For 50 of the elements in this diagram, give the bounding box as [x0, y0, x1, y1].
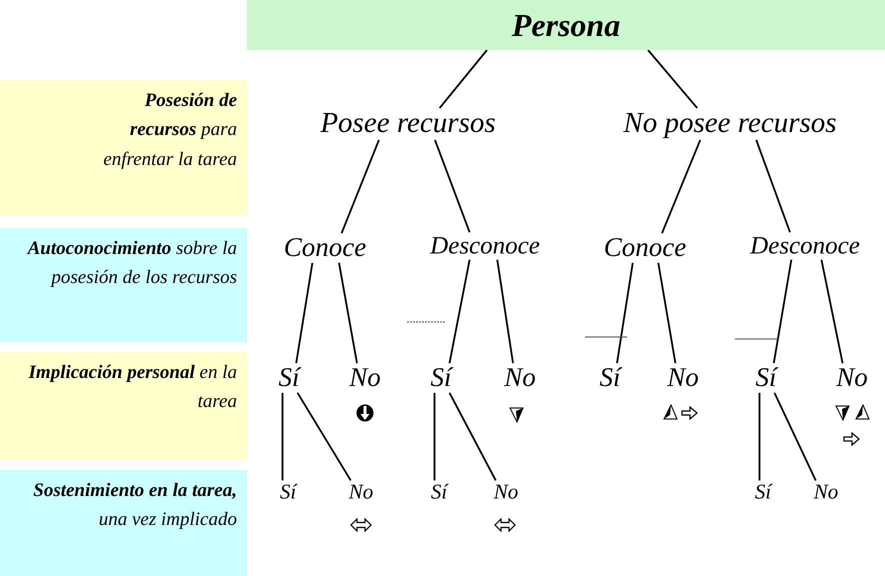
branch-line	[758, 392, 760, 480]
branch-line	[448, 392, 497, 481]
row-label-panel	[0, 352, 247, 460]
branch-line	[616, 262, 634, 364]
branch-line	[434, 140, 470, 233]
tree-label: Conoce	[284, 233, 366, 263]
branch-line	[338, 262, 358, 364]
heading: Persona	[512, 6, 620, 44]
branch-line	[496, 260, 514, 364]
tree-label: No posee recursos	[623, 108, 837, 140]
tree-label: No	[667, 363, 699, 393]
tree-label: Desconoce	[750, 232, 860, 260]
tree-label: Sí	[600, 363, 620, 393]
tree-label: Sí	[754, 480, 772, 504]
row-label: Posesión de recursos para enfrentar la tarea	[102, 89, 237, 172]
tree-label: No	[504, 363, 536, 393]
tree-label: No	[494, 480, 518, 504]
branch-line	[774, 392, 817, 481]
tree-label: No	[348, 480, 374, 504]
tree-label: No	[836, 363, 868, 393]
row-label: Sostenimiento en la tarea, una vez implicado	[32, 479, 237, 532]
branch-line	[438, 49, 488, 109]
tree-label: No	[349, 363, 381, 393]
row-label: Implicación personal en la tarea	[27, 361, 237, 414]
title-band	[247, 0, 885, 50]
branch-line	[657, 262, 676, 364]
branch-line	[755, 140, 791, 233]
row-label-panel	[0, 228, 247, 342]
tree-label: Conoce	[604, 233, 686, 263]
branch-line	[772, 260, 792, 364]
branch-line	[661, 140, 702, 234]
branch-line	[295, 262, 314, 364]
tree-label: Sí	[278, 363, 300, 393]
row-label: Autoconocimiento sobre la posesión de los recursos	[26, 237, 237, 290]
row-label-panel	[0, 470, 247, 576]
tree-label: Sí	[756, 363, 776, 393]
row-label-panel	[0, 80, 247, 215]
tree-label: Desconoce	[430, 232, 540, 260]
branch-line	[647, 49, 698, 109]
tree-label: Posee recursos	[320, 108, 496, 140]
tree-label: Sí	[430, 363, 452, 393]
branch-line	[448, 260, 470, 364]
tree-label: Sí	[430, 480, 448, 504]
branch-line	[434, 392, 436, 480]
tree-label: Sí	[280, 480, 296, 504]
branch-line	[340, 140, 380, 234]
branch-line	[282, 392, 284, 480]
tree-label: No	[814, 480, 838, 504]
branch-line	[820, 260, 844, 364]
branch-line	[296, 392, 352, 481]
